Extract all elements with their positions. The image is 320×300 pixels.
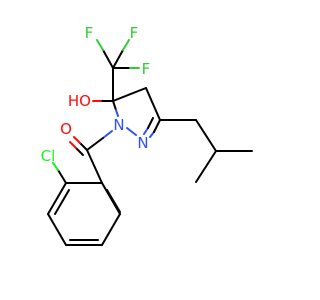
atom-label-chlorine: Cl bbox=[41, 147, 56, 165]
bond-n2-c3-nitrogen-a bbox=[149, 131, 155, 138]
bond-ch2-ch bbox=[195, 119, 217, 152]
bond-n2-c3-carbon-a bbox=[153, 119, 161, 133]
bond-c-cl-chlorine bbox=[52, 162, 59, 171]
bond-co-double-b-oxygen bbox=[69, 141, 77, 149]
bond-n1-n2 bbox=[126, 127, 137, 136]
bond-c-f1-carbon bbox=[102, 49, 114, 69]
atom-labels: F F F HO O N N Cl bbox=[41, 24, 151, 165]
atom-label-oxygen: O bbox=[60, 120, 72, 138]
bond-ring-5 bbox=[47, 182, 67, 215]
bond-ring-2 bbox=[101, 213, 121, 246]
hetero-bonds bbox=[52, 39, 161, 184]
atom-label-nitrogen: N bbox=[137, 134, 148, 152]
bond-n2-c3-carbon-b bbox=[147, 117, 154, 129]
bond-c5-c4 bbox=[112, 87, 147, 102]
atom-label-fluorine: F bbox=[130, 24, 139, 42]
atom-label-nitrogen: N bbox=[113, 116, 124, 134]
bond-n1-co-carbon bbox=[86, 137, 104, 151]
bond-ring-4 bbox=[47, 213, 67, 246]
bond-co-double-a-oxygen bbox=[73, 136, 81, 144]
bond-n1-co-nitrogen bbox=[102, 130, 113, 139]
bond-n2-c3-nitrogen-b bbox=[143, 127, 149, 135]
bond-c-cl-carbon bbox=[57, 169, 67, 184]
carbon-bonds bbox=[47, 67, 253, 246]
atom-label-fluorine: F bbox=[85, 24, 94, 42]
bond-co-double-a-carbon bbox=[79, 142, 88, 151]
bond-ring-inner-1 bbox=[106, 189, 121, 213]
bond-c-f2-carbon bbox=[112, 49, 124, 69]
bond-c5-n1-carbon bbox=[112, 100, 117, 111]
molecule-structure-diagram: F F F HO O N N Cl bbox=[41, 24, 253, 246]
bond-ch-ch3-b bbox=[195, 150, 217, 183]
bond-c5-n1-nitrogen bbox=[115, 109, 119, 117]
bond-c4-c3 bbox=[145, 87, 161, 121]
bond-ring-inner-3 bbox=[54, 189, 70, 215]
atom-label-fluorine: F bbox=[142, 60, 151, 78]
bond-co-aryl bbox=[86, 149, 103, 184]
bond-c-f1-fluorine bbox=[96, 39, 104, 51]
atom-label-hydroxyl: HO bbox=[68, 92, 91, 110]
bond-c-f2-fluorine bbox=[122, 39, 130, 51]
bond-co-double-b-carbon bbox=[75, 147, 84, 156]
